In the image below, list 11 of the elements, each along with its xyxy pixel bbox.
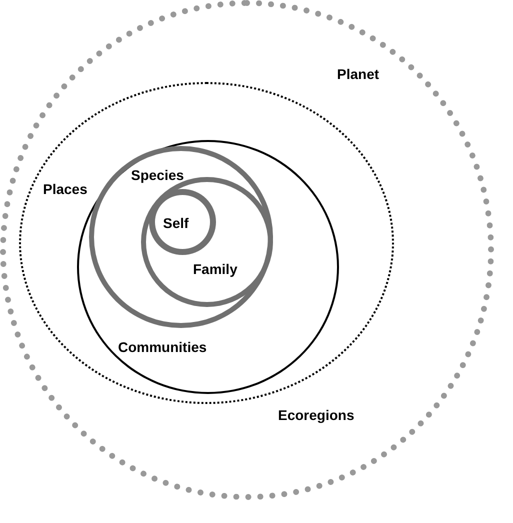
circle-label: Places	[43, 181, 88, 197]
dotted-circle	[0, 0, 494, 500]
circle-label: Family	[193, 261, 238, 277]
circle-label: Self	[163, 215, 189, 231]
ring-circle	[89, 146, 273, 328]
circle-label: Species	[131, 167, 184, 183]
circle-label: Planet	[337, 66, 380, 82]
circle-label: Ecoregions	[278, 407, 354, 423]
circle-label: Communities	[118, 339, 207, 355]
dotted-circle	[19, 82, 394, 404]
ring-circle	[149, 189, 216, 255]
